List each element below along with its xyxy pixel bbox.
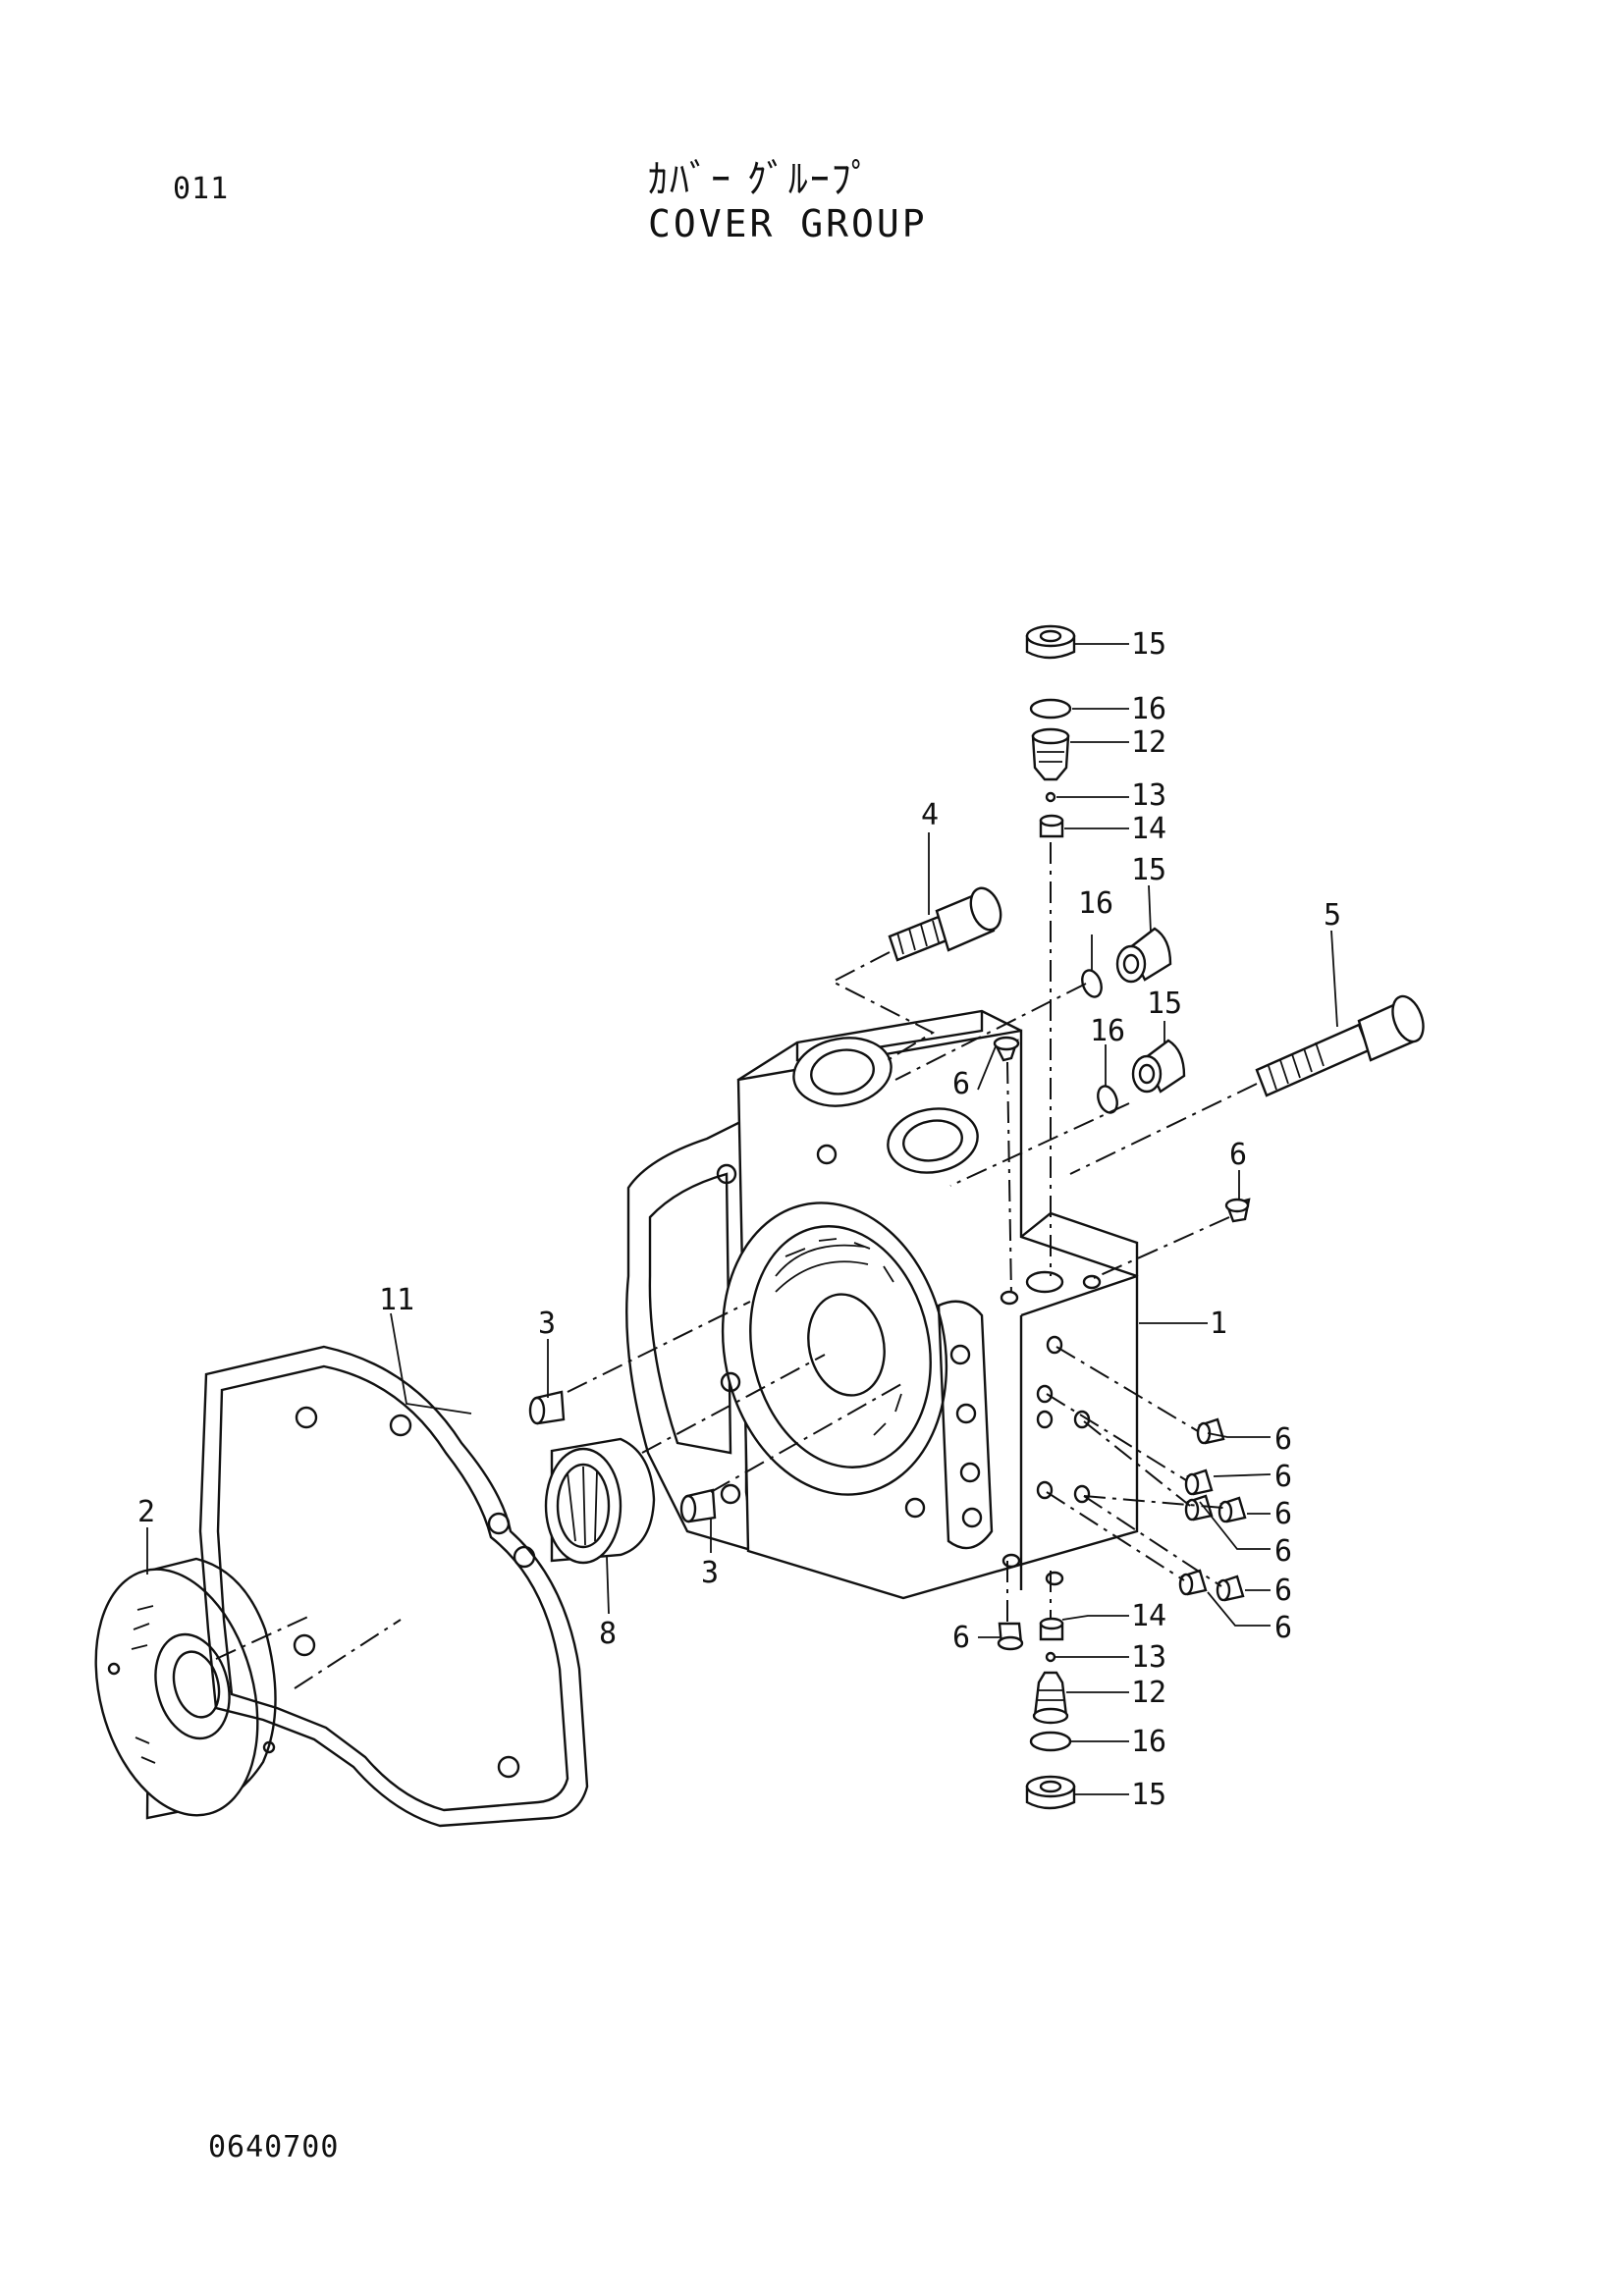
callout-2: 2	[137, 1495, 155, 1529]
part-bolt-short	[888, 886, 1002, 962]
part-plug-right-lower	[1131, 1039, 1186, 1094]
callout-6: 6	[1274, 1574, 1292, 1608]
callout-15: 15	[1131, 1778, 1166, 1812]
part-screw-bottom	[997, 1622, 1024, 1651]
part-pin-upper	[528, 1390, 566, 1425]
part-screw-side-2	[1184, 1468, 1214, 1496]
part-bearing	[544, 1437, 656, 1565]
part-pin-lower	[679, 1488, 717, 1523]
title-japanese: ｶﾊﾞｰ ｸﾞﾙｰﾌﾟ	[648, 157, 873, 202]
title-english: COVER GROUP	[648, 202, 928, 245]
part-plug-insert-bottom	[1032, 1671, 1069, 1725]
callout-3: 3	[538, 1307, 556, 1341]
callout-16: 16	[1131, 1725, 1166, 1759]
part-plug-bottom	[1025, 1775, 1076, 1810]
leader-lines	[146, 643, 1338, 1795]
callout-6: 6	[1229, 1138, 1247, 1172]
callout-labels: 15 16 12 13 14 4 15 16 5 15 16 6 6 1 11 …	[137, 627, 1341, 1812]
part-seat-top	[1039, 814, 1064, 838]
callout-16: 16	[1131, 692, 1166, 726]
part-bolt-long	[1255, 994, 1425, 1097]
callout-12: 12	[1131, 725, 1166, 760]
alignment-lines	[215, 842, 1258, 1689]
part-housing	[625, 1009, 1139, 1600]
part-ball-top	[1045, 791, 1056, 803]
callout-6: 6	[1274, 1460, 1292, 1494]
callout-15: 15	[1131, 627, 1166, 662]
part-oring-top	[1029, 698, 1072, 720]
part-oring-bottom	[1029, 1731, 1072, 1752]
callout-11: 11	[379, 1283, 414, 1317]
callout-6: 6	[1274, 1611, 1292, 1645]
callout-13: 13	[1131, 778, 1166, 813]
part-end-plate	[94, 1557, 277, 1820]
part-screw-side-5	[1178, 1569, 1208, 1596]
part-plug-insert-top	[1031, 727, 1070, 781]
part-screw-side-4	[1217, 1496, 1247, 1523]
callout-13: 13	[1131, 1640, 1166, 1675]
callout-8: 8	[599, 1617, 617, 1651]
callout-6: 6	[1274, 1497, 1292, 1531]
callout-1: 1	[1210, 1307, 1227, 1341]
callout-15: 15	[1131, 853, 1166, 887]
part-oring-right-upper	[1081, 969, 1103, 998]
callout-6: 6	[1274, 1422, 1292, 1457]
callout-16: 16	[1078, 886, 1113, 921]
callout-14: 14	[1131, 1599, 1166, 1633]
part-screw-top	[993, 1036, 1020, 1062]
part-screw-side-6	[1216, 1575, 1245, 1602]
page-number: 011	[173, 172, 230, 206]
callout-6: 6	[1274, 1534, 1292, 1569]
part-gasket	[198, 1345, 589, 1828]
drawing-number: 0640700	[208, 2130, 340, 2164]
callout-4: 4	[921, 798, 939, 832]
part-screw-side-1	[1196, 1417, 1225, 1445]
callout-6: 6	[952, 1621, 970, 1655]
part-oring-right-lower	[1097, 1085, 1118, 1114]
part-seat-bottom	[1039, 1617, 1064, 1641]
callout-3: 3	[701, 1556, 719, 1590]
part-screw-right-top	[1224, 1198, 1251, 1223]
part-ball-bottom	[1045, 1651, 1056, 1663]
part-plug-top	[1025, 624, 1076, 660]
part-plug-right-upper	[1115, 927, 1172, 984]
callout-12: 12	[1131, 1676, 1166, 1710]
part-screw-side-3	[1184, 1494, 1214, 1522]
callout-15: 15	[1147, 987, 1182, 1021]
callout-16: 16	[1090, 1014, 1125, 1048]
callout-5: 5	[1324, 898, 1341, 933]
callout-6: 6	[952, 1067, 970, 1101]
callout-14: 14	[1131, 812, 1166, 846]
